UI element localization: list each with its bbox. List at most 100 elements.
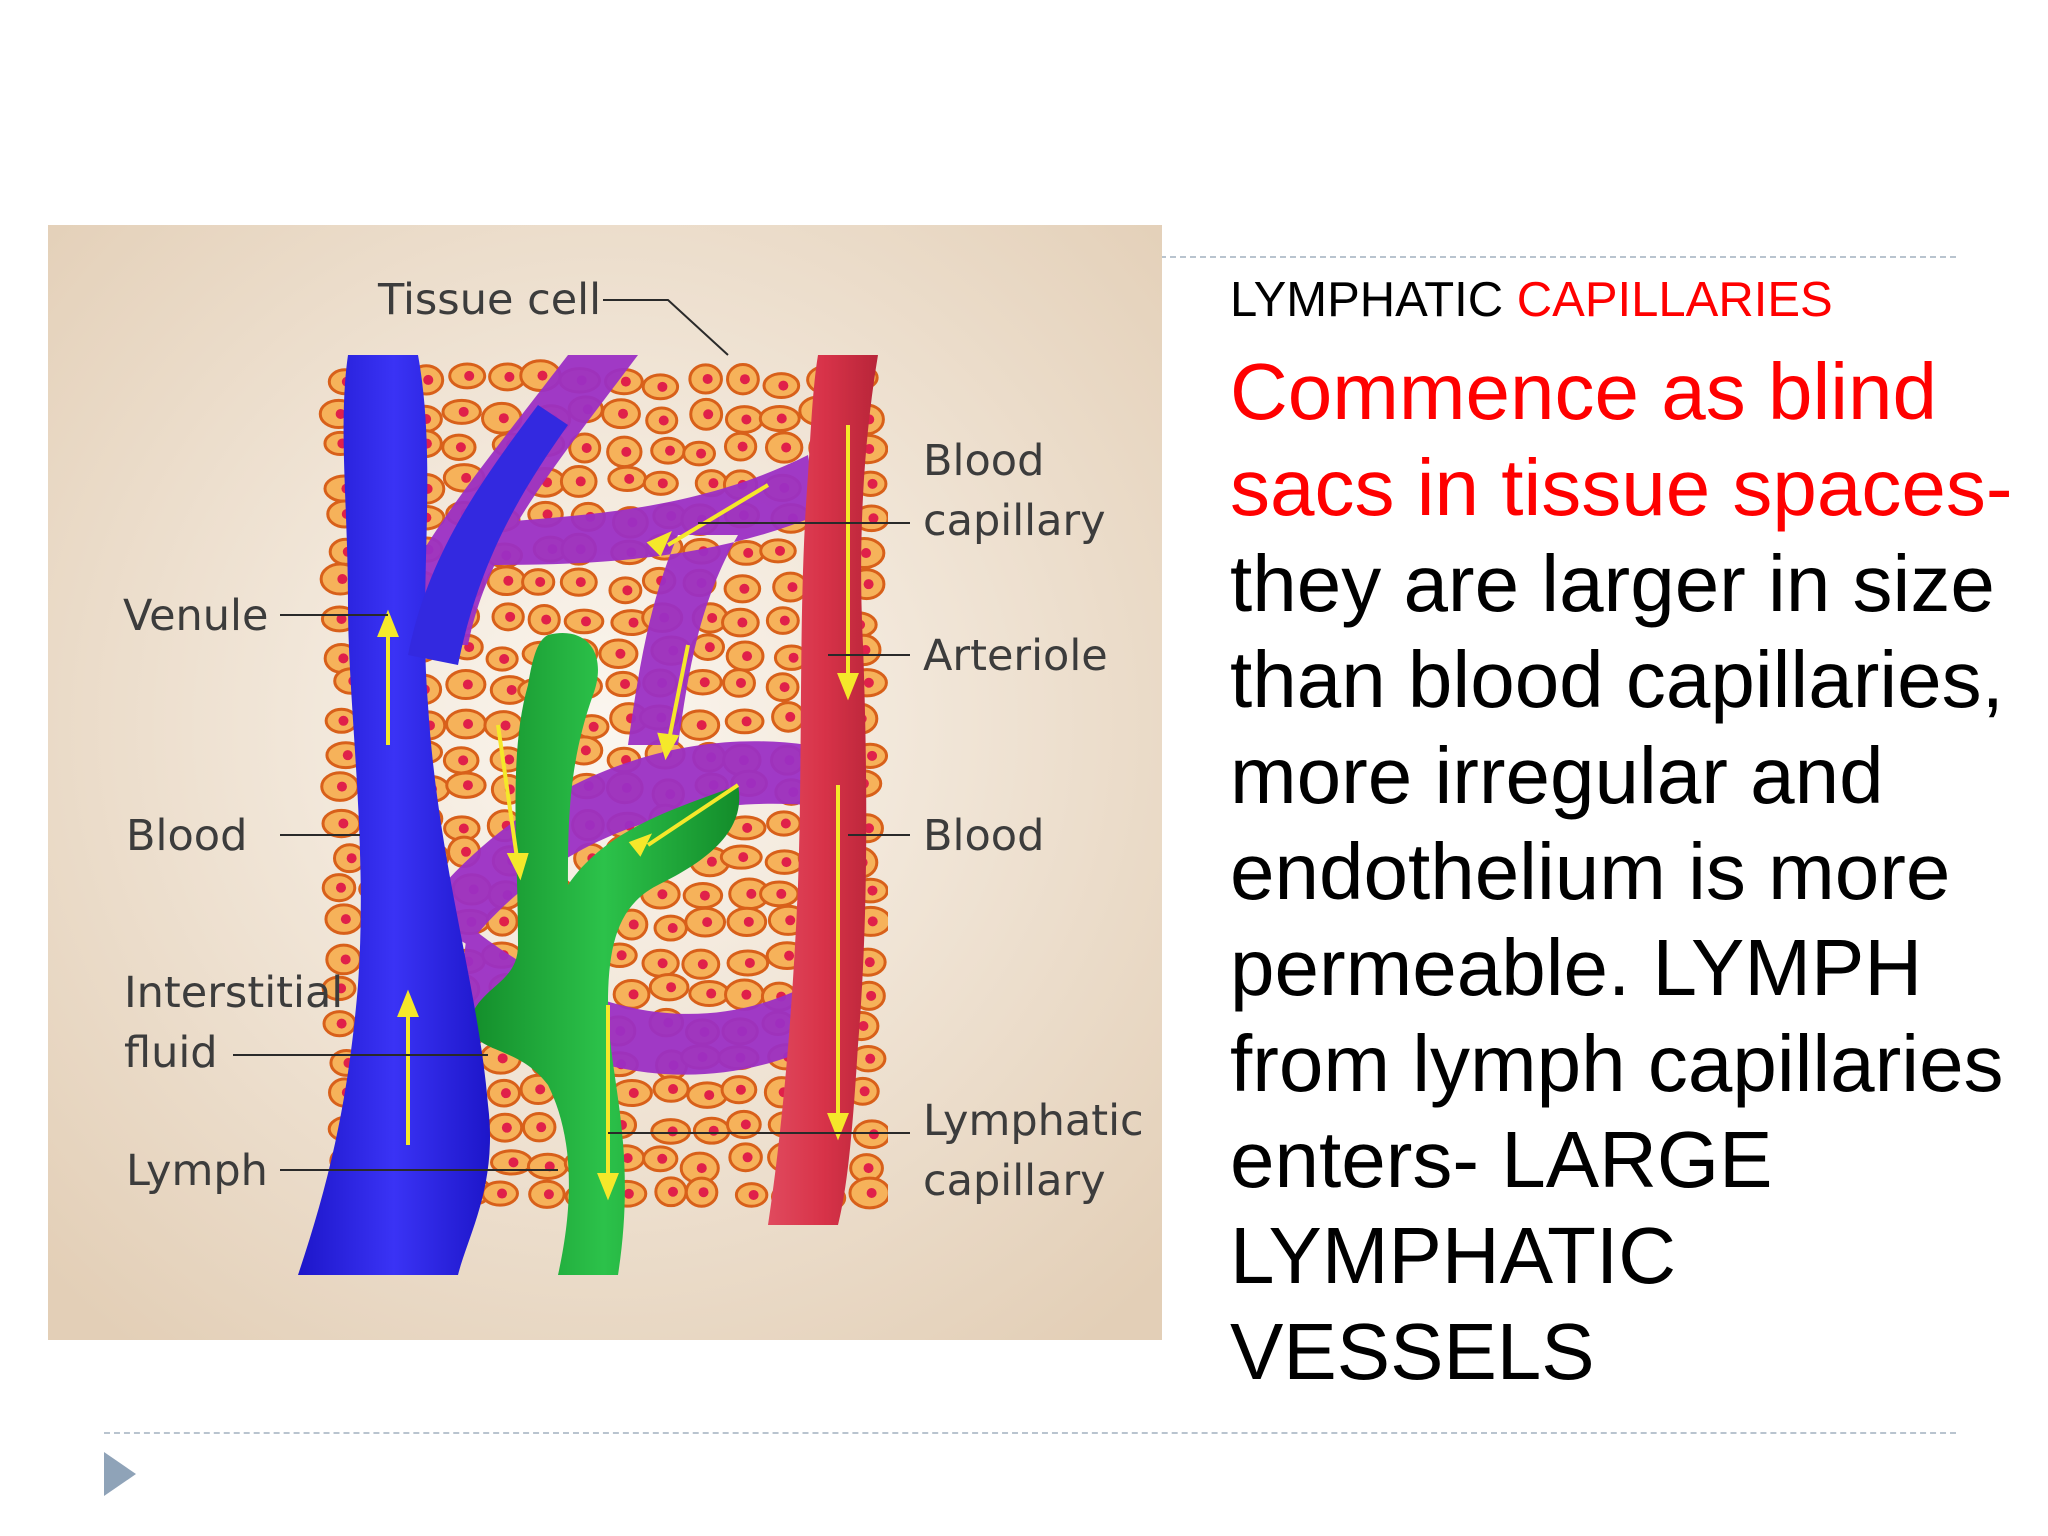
cell-nucleus [867, 885, 878, 896]
cell-nucleus [741, 989, 752, 1000]
cell-nucleus [667, 1126, 678, 1137]
cell-nucleus [506, 684, 517, 695]
label-venule: Venule [123, 591, 268, 641]
cell-nucleus [340, 914, 351, 925]
bottom-divider [104, 1432, 1956, 1434]
cell-nucleus [463, 719, 474, 730]
label-interstitial: Interstitial [124, 968, 343, 1018]
cell-nucleus [628, 617, 639, 628]
cell-nucleus [746, 888, 757, 899]
cell-nucleus [340, 954, 351, 965]
heading-capillaries: CAPILLARIES [1516, 273, 1833, 327]
cell-nucleus [667, 923, 678, 934]
cell-nucleus [739, 374, 750, 385]
cell-nucleus [461, 472, 472, 483]
cell-nucleus [866, 1187, 877, 1198]
cell-nucleus [865, 1053, 876, 1064]
body-red-line-2: sacs in tissue spaces- [1230, 443, 2013, 532]
cell-nucleus [740, 1119, 751, 1130]
cell-nucleus [778, 380, 789, 391]
venule-branch [408, 405, 568, 665]
cell-nucleus [537, 370, 548, 381]
cell-nucleus [784, 950, 795, 961]
bullet-triangle-icon [104, 1452, 136, 1496]
cell-nucleus [735, 677, 746, 688]
cell-nucleus [542, 509, 553, 520]
cell-nucleus [735, 1084, 746, 1095]
cell-nucleus [423, 374, 434, 385]
cell-nucleus [458, 755, 469, 766]
cell-nucleus [779, 682, 790, 693]
cell-nucleus [708, 1125, 719, 1136]
cell-nucleus [707, 612, 718, 623]
cell-nucleus [628, 989, 639, 1000]
cell-nucleus [342, 750, 353, 761]
cell-nucleus [668, 1084, 679, 1095]
cell-nucleus [698, 1187, 709, 1198]
cell-nucleus [863, 677, 874, 688]
cell-nucleus [616, 950, 627, 961]
cell-nucleus [622, 585, 633, 596]
cell-nucleus [499, 916, 510, 927]
label-blood-left: Blood [126, 811, 247, 861]
top-divider [1160, 256, 1956, 258]
leader-lines [233, 299, 910, 1171]
cell-nucleus [696, 1163, 707, 1174]
cell-nucleus [581, 616, 592, 627]
cell-nucleus [618, 408, 629, 419]
cell-nucleus [866, 990, 877, 1001]
cell-nucleus [658, 415, 669, 426]
cell-nucleus [657, 1153, 668, 1164]
cell-nucleus [575, 476, 586, 487]
cell-nucleus [706, 988, 717, 999]
cell-nucleus [543, 1189, 554, 1200]
cell-nucleus [699, 890, 710, 901]
cell-nucleus [338, 653, 349, 664]
cell-nucleus [657, 478, 668, 489]
label-lymph: Lymph [126, 1146, 268, 1196]
venule-vessel [298, 355, 491, 1275]
heading-lymphatic: LYMPHATIC [1230, 273, 1517, 327]
cell-nucleus [337, 574, 348, 585]
cell-nucleus [504, 371, 515, 382]
label-blood-right: Blood [923, 811, 1044, 861]
cell-nucleus [497, 1188, 508, 1199]
cell-nucleus [628, 919, 639, 930]
cell-nucleus [742, 1152, 753, 1163]
cell-nucleus [575, 577, 586, 588]
cell-nucleus [742, 822, 753, 833]
cell-nucleus [458, 823, 469, 834]
cell-nucleus [336, 613, 347, 624]
label-tissue-cell: Tissue cell [377, 275, 601, 325]
cell-nucleus [788, 652, 799, 663]
cell-nucleus [748, 1189, 759, 1200]
cell-nucleus [776, 413, 787, 424]
cell-nucleus [499, 653, 510, 664]
cell-nucleus [462, 679, 473, 690]
cell-nucleus [535, 1084, 546, 1095]
cell-nucleus [702, 373, 713, 384]
cell-nucleus [622, 1153, 633, 1164]
cell-nucleus [743, 916, 754, 927]
cell-nucleus [657, 381, 668, 392]
cell-nucleus [346, 853, 357, 864]
cell-nucleus [743, 547, 754, 558]
body-black-text: they are larger in size than blood capil… [1230, 539, 2004, 1396]
cell-nucleus [665, 445, 676, 456]
cell-nucleus [785, 915, 796, 926]
cell-nucleus [867, 750, 878, 761]
cell-nucleus [738, 852, 749, 863]
cell-nucleus [696, 448, 707, 459]
cell-nucleus [868, 513, 879, 524]
cell-nucleus [336, 781, 347, 792]
cell-nucleus [462, 780, 473, 791]
cell-nucleus [868, 1129, 879, 1140]
cell-nucleus [336, 1018, 347, 1029]
cell-nucleus [779, 615, 790, 626]
slide-text: LYMPHATIC CAPILLARIES Commence as blind … [1230, 268, 2030, 1400]
cell-nucleus [739, 583, 750, 594]
cell-nucleus [505, 611, 516, 622]
cell-nucleus [667, 1186, 678, 1197]
cell-nucleus [620, 679, 631, 690]
cell-nucleus [581, 442, 592, 453]
